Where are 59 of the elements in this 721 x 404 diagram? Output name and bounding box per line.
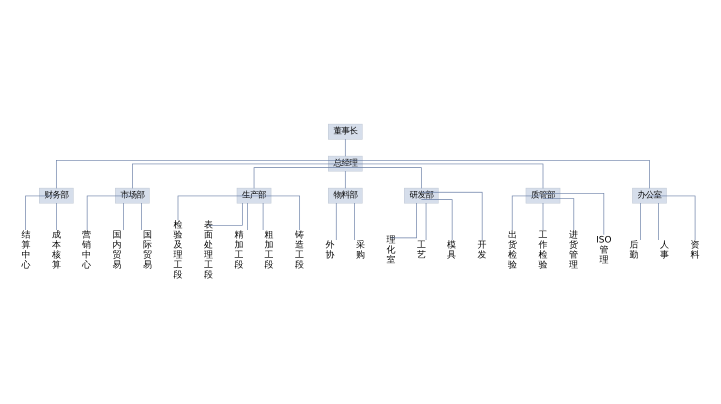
node-text: 资料 [690, 240, 700, 260]
connector [336, 202, 337, 240]
connector [25, 195, 57, 230]
node-text: 结算中心 [21, 230, 30, 270]
connector [542, 198, 574, 230]
node-text: 出货检验 [508, 230, 518, 270]
connector [86, 195, 133, 230]
connector [421, 198, 452, 240]
node-box: 办公室 [632, 187, 667, 204]
node-text: 粗加工段 [264, 230, 274, 270]
node-text: 工作检验 [538, 230, 548, 270]
node-text: 开发 [478, 240, 487, 260]
connector [56, 202, 57, 230]
node-text: 成本核算 [52, 230, 61, 270]
connector [262, 202, 264, 230]
connector [344, 163, 544, 188]
connector [421, 191, 482, 240]
node-text: 进货管理 [568, 230, 578, 270]
connector [658, 202, 659, 240]
node-text: 国际贸易 [143, 230, 152, 270]
connector [344, 159, 650, 188]
node-text: 检验及理工段 [174, 220, 182, 280]
connector [354, 202, 355, 240]
connector [344, 166, 422, 188]
node-text: 精加工段 [234, 230, 244, 270]
connector [512, 195, 544, 230]
node-box: 生产部 [236, 187, 272, 204]
connector [247, 202, 248, 230]
node-text: 铸造工段 [295, 230, 304, 270]
node-text: 表面处理工段 [204, 220, 213, 280]
connector [344, 170, 346, 188]
node-text: 国内贸易 [112, 230, 122, 270]
node-box: 物料部 [328, 187, 363, 204]
node-text: 外协 [326, 240, 335, 260]
node-text: 采购 [356, 240, 365, 260]
connector [542, 192, 604, 235]
connector [390, 202, 417, 238]
connector [344, 138, 346, 156]
node-box: 市场部 [115, 187, 150, 204]
node-box: 董事长 [328, 123, 363, 140]
node-text: 工艺 [416, 240, 426, 260]
connector [141, 202, 142, 230]
connector [640, 202, 641, 240]
connector [254, 166, 346, 188]
connector [542, 202, 544, 230]
connector [208, 202, 243, 226]
connector [56, 159, 346, 188]
connector [649, 195, 696, 240]
connector [122, 202, 124, 230]
node-text: 理化室 [386, 235, 396, 266]
connector [178, 195, 254, 220]
node-text: 后勤 [630, 240, 639, 260]
node-text: 模具 [447, 240, 456, 260]
node-text: 营销中心 [82, 230, 92, 270]
connector [132, 163, 346, 188]
node-text: 人事 [660, 240, 670, 260]
connector [254, 195, 300, 230]
node-text: ISO管理 [596, 235, 612, 266]
node-box: 财务部 [39, 187, 74, 204]
